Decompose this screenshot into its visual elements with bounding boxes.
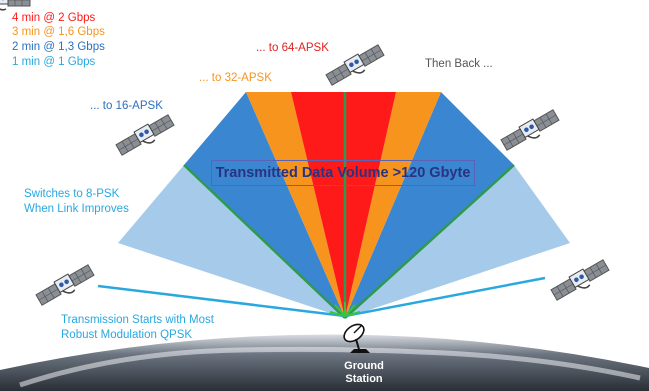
satellite-icon xyxy=(499,107,562,155)
ground-label-line1: Ground xyxy=(344,360,384,372)
data-volume-box: Transmitted Data Volume >120 Gbyte xyxy=(211,160,475,186)
qpsk-link-right xyxy=(344,276,546,318)
label-32apsk: ... to 32-APSK xyxy=(199,72,272,84)
earth-clouds xyxy=(19,346,641,388)
beam-32apsk-left xyxy=(246,92,345,318)
divider-left xyxy=(183,164,346,319)
satellite-icon xyxy=(34,262,97,310)
beam-8psk-right xyxy=(345,165,570,318)
beam-32apsk-right xyxy=(345,92,441,318)
qpsk-link-left xyxy=(97,284,346,318)
ground-station-antenna-icon xyxy=(343,323,370,354)
label-then-back: Then Back ... xyxy=(425,58,493,70)
satellite-icon xyxy=(114,112,177,160)
legend-64apsk: 4 min @ 2 Gbps xyxy=(12,12,96,24)
ground-station-label: Ground Station xyxy=(340,360,388,386)
legend-32apsk: 3 min @ 1,6 Gbps xyxy=(12,26,105,38)
earth xyxy=(0,334,649,391)
beam-16apsk-left xyxy=(184,92,345,318)
ground-label-line2: Station xyxy=(345,373,383,385)
label-qpsk-line1: Transmission Starts with Most xyxy=(61,314,214,326)
beam-8psk-left xyxy=(118,165,345,318)
beam-16apsk-right xyxy=(345,92,514,318)
legend-16apsk: 2 min @ 1,3 Gbps xyxy=(12,41,105,53)
label-qpsk-line2: Robust Modulation QPSK xyxy=(61,329,193,341)
satellite-icon xyxy=(549,257,612,305)
convergence-arrows xyxy=(329,302,361,317)
label-8psk-line2: When Link Improves xyxy=(24,203,129,215)
label-64apsk: ... to 64-APSK xyxy=(256,42,329,54)
beam-64apsk xyxy=(291,92,396,318)
satellite-icon xyxy=(324,42,387,90)
divider-right xyxy=(344,164,515,319)
satellite-icon xyxy=(0,0,31,11)
label-8psk-line1: Switches to 8-PSK xyxy=(24,188,120,200)
label-16apsk: ... to 16-APSK xyxy=(90,100,163,112)
legend-8psk: 1 min @ 1 Gbps xyxy=(12,56,96,68)
